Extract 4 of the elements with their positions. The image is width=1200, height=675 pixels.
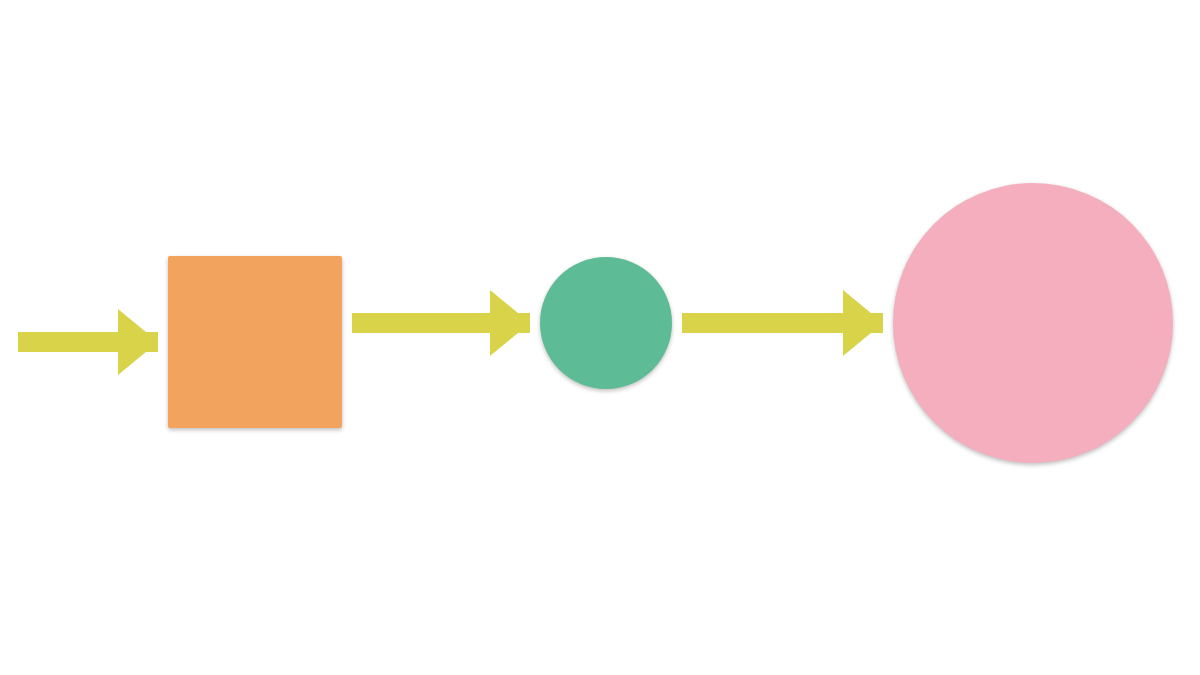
block-arrow	[682, 290, 883, 356]
block-arrow	[352, 290, 530, 356]
block-arrow	[18, 309, 158, 375]
square-shape	[168, 256, 342, 428]
